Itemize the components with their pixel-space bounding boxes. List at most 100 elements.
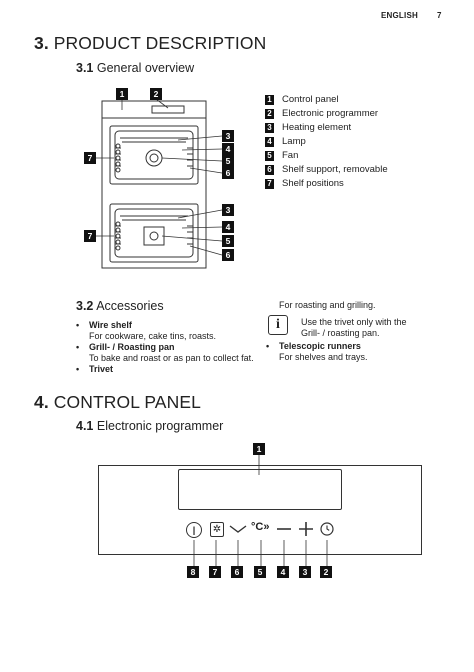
- accessory-desc: For shelves and trays.: [279, 352, 368, 362]
- chevron-down-icon: [229, 525, 247, 533]
- section-3-heading: 3. PRODUCT DESCRIPTION: [34, 33, 266, 54]
- legend-label: Fan: [282, 150, 299, 161]
- accessory-item: Wire shelf For cookware, cake tins, roas…: [76, 320, 256, 342]
- legend-item: 2 Electronic programmer: [265, 108, 378, 120]
- header-page-number: 7: [437, 11, 442, 20]
- section-4-heading: 4. CONTROL PANEL: [34, 392, 201, 413]
- upper-shelf-supports: [115, 147, 193, 167]
- lower-shelf-pos-2: [115, 227, 121, 233]
- upper-oven-inner: [114, 130, 194, 180]
- callout-upper-heating-element: 3: [222, 130, 234, 142]
- lower-fan: [143, 226, 165, 246]
- lower-shelf-supports: [115, 225, 193, 245]
- legend-number: 5: [265, 151, 274, 161]
- legend-label: Electronic programmer: [282, 108, 379, 119]
- leader-lower-4: [181, 226, 223, 229]
- lower-shelf-pos-5: [115, 245, 121, 251]
- accessory-item: Grill- / Roasting pan To bake and roast …: [76, 342, 256, 364]
- cabinet-shape: [101, 117, 207, 269]
- upper-heating-element: [120, 137, 188, 143]
- section-3-title: PRODUCT DESCRIPTION: [53, 33, 267, 53]
- accessory-item: Telescopic runners For shelves and trays…: [266, 341, 446, 363]
- callout-button: 7: [209, 566, 221, 578]
- telescopic-runners: Telescopic runners For shelves and trays…: [266, 341, 446, 363]
- chevron-down-button[interactable]: [229, 524, 247, 534]
- lower-heating-element: [120, 215, 188, 221]
- oven-diagram: [95, 98, 223, 269]
- upper-shelf-pos-1: [115, 143, 121, 149]
- display-leader: [258, 455, 260, 475]
- callout-upper-fan: 5: [222, 155, 234, 167]
- legend-number: 7: [265, 179, 274, 189]
- trivet-description: For roasting and grilling.: [279, 300, 376, 310]
- subsection-3-2-title: Accessories: [96, 299, 164, 313]
- clock-icon: [320, 522, 334, 536]
- leader-lower-3: [177, 209, 223, 219]
- light-icon: ✲: [212, 524, 222, 535]
- upper-shelf-pos-4: [115, 161, 121, 167]
- programmer-display: [178, 469, 342, 510]
- callout-button: 5: [254, 566, 266, 578]
- callout-button: 2: [320, 566, 332, 578]
- callout-button: 8: [187, 566, 199, 578]
- callout-lower-fan: 5: [222, 235, 234, 247]
- callout-upper-lamp: 4: [222, 143, 234, 155]
- lower-oven-inner: [114, 208, 194, 258]
- callout-display: 1: [253, 443, 265, 455]
- accessory-desc: To bake and roast or as pan to collect f…: [89, 353, 254, 363]
- temperature-icon: °C»: [251, 521, 270, 533]
- upper-shelf-pos-2: [115, 149, 121, 155]
- accessory-desc: For cookware, cake tins, roasts.: [89, 331, 217, 341]
- accessories-list: Wire shelf For cookware, cake tins, roas…: [76, 320, 256, 375]
- info-note: Use the trivet only with the Grill- / ro…: [301, 317, 407, 338]
- legend-label: Shelf support, removable: [282, 164, 388, 175]
- light-button[interactable]: ✲: [210, 522, 224, 537]
- lower-shelf-pos-3: [115, 233, 121, 239]
- lower-shelf-pos-4: [115, 239, 121, 245]
- subsection-4-1-heading: 4.1 Electronic programmer: [76, 419, 223, 433]
- leader-lower-5: [161, 235, 223, 242]
- plus-button[interactable]: [298, 521, 314, 537]
- programmer-shape: [151, 105, 185, 114]
- legend-number: 2: [265, 109, 274, 119]
- legend-number: 1: [265, 95, 274, 105]
- legend-label: Control panel: [282, 94, 339, 105]
- power-button[interactable]: |: [186, 522, 202, 538]
- leader-upper-6: [189, 167, 223, 174]
- subsection-3-2-heading: 3.2 Accessories: [76, 299, 164, 313]
- accessory-name: Trivet: [89, 364, 114, 374]
- callout-button: 6: [231, 566, 243, 578]
- section-3-number: 3.: [34, 33, 49, 53]
- leader-upper-5: [161, 157, 223, 162]
- accessory-name: Wire shelf: [89, 320, 132, 330]
- section-4-title: CONTROL PANEL: [53, 392, 201, 412]
- upper-shelf-pos-3: [115, 155, 121, 161]
- callout-lower-shelf-positions: 7: [84, 230, 96, 242]
- accessory-name: Telescopic runners: [279, 341, 361, 351]
- temperature-button[interactable]: °C»: [251, 521, 269, 533]
- callout-programmer: 2: [150, 88, 162, 100]
- subsection-4-1-title: Electronic programmer: [96, 419, 224, 433]
- subsection-3-2-number: 3.2: [76, 299, 94, 313]
- callout-control-panel: 1: [116, 88, 128, 100]
- minus-button[interactable]: [276, 523, 292, 535]
- callout-lower-lamp: 4: [222, 221, 234, 233]
- clock-button[interactable]: [320, 522, 334, 536]
- subsection-3-1-title: General overview: [96, 61, 195, 75]
- callout-lower-shelf-support: 6: [222, 249, 234, 261]
- leader-upper-3: [177, 135, 223, 141]
- upper-fan-hub: [149, 153, 159, 163]
- button-leaders: [193, 540, 328, 566]
- callout-lower-heating-element: 3: [222, 204, 234, 216]
- upper-fan: [145, 149, 163, 167]
- leader-2: [155, 98, 169, 109]
- subsection-4-1-number: 4.1: [76, 419, 94, 433]
- accessory-name: Grill- / Roasting pan: [89, 342, 175, 352]
- lower-oven-cavity: [109, 203, 199, 263]
- legend-number: 4: [265, 137, 274, 147]
- subsection-3-1-number: 3.1: [76, 61, 94, 75]
- plus-icon: [299, 522, 313, 536]
